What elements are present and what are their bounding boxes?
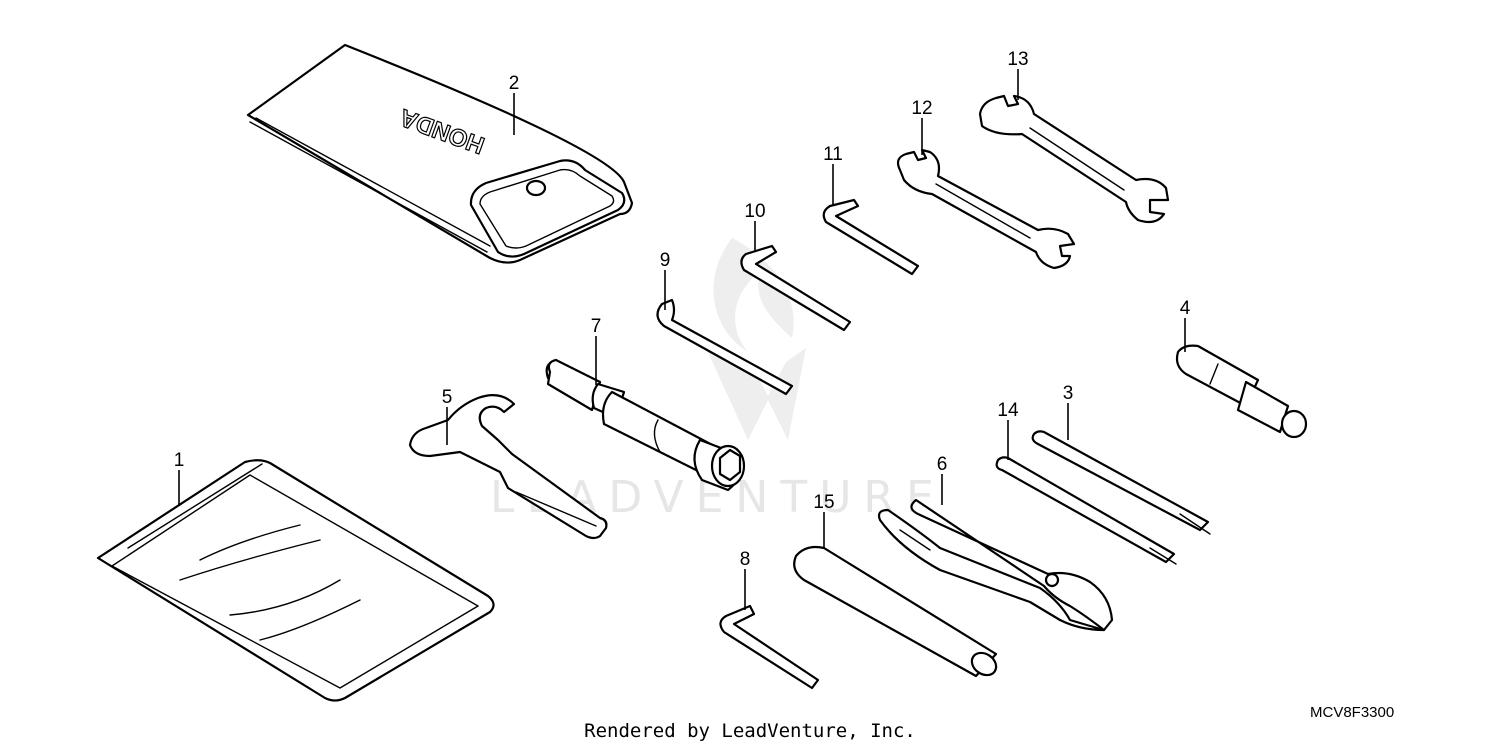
pin-spanner <box>408 393 608 540</box>
screwdriver-3 <box>1031 430 1211 535</box>
callout-4: 4 <box>1180 298 1191 319</box>
callout-1: 1 <box>174 450 185 471</box>
footer-credit: Rendered by LeadVenture, Inc. <box>584 720 916 742</box>
hex-key-9 <box>656 298 794 396</box>
callout-13: 13 <box>1007 49 1028 70</box>
callout-12: 12 <box>911 98 932 119</box>
spark-plug-wrench <box>545 358 746 492</box>
tool-bag: HONDA <box>246 43 634 264</box>
callout-11: 11 <box>823 144 843 165</box>
grip-sleeve <box>793 545 998 678</box>
callout-3: 3 <box>1063 383 1074 404</box>
callout-2: 2 <box>509 73 520 94</box>
screwdriver-grip <box>1175 344 1308 439</box>
pliers <box>877 498 1114 632</box>
document-bag <box>96 459 495 702</box>
callout-8: 8 <box>740 549 751 570</box>
callout-7: 7 <box>591 316 602 337</box>
hex-key-10 <box>740 244 852 332</box>
callout-15: 15 <box>813 492 834 513</box>
callout-labels: 1 2 3 4 5 6 7 8 9 10 11 12 13 14 15 <box>174 49 1191 570</box>
diagram-code: MCV8F3300 <box>1310 704 1394 721</box>
callout-5: 5 <box>442 387 453 408</box>
callout-10: 10 <box>744 201 765 222</box>
callout-9: 9 <box>660 250 671 271</box>
open-end-wrench-12 <box>896 148 1076 270</box>
callout-6: 6 <box>937 454 948 475</box>
hex-key-8 <box>719 604 820 690</box>
open-end-wrench-13 <box>978 94 1170 224</box>
screwdriver-14 <box>995 456 1177 565</box>
callout-14: 14 <box>997 400 1019 421</box>
leader-lines <box>178 69 1186 610</box>
hex-key-11 <box>822 198 920 276</box>
